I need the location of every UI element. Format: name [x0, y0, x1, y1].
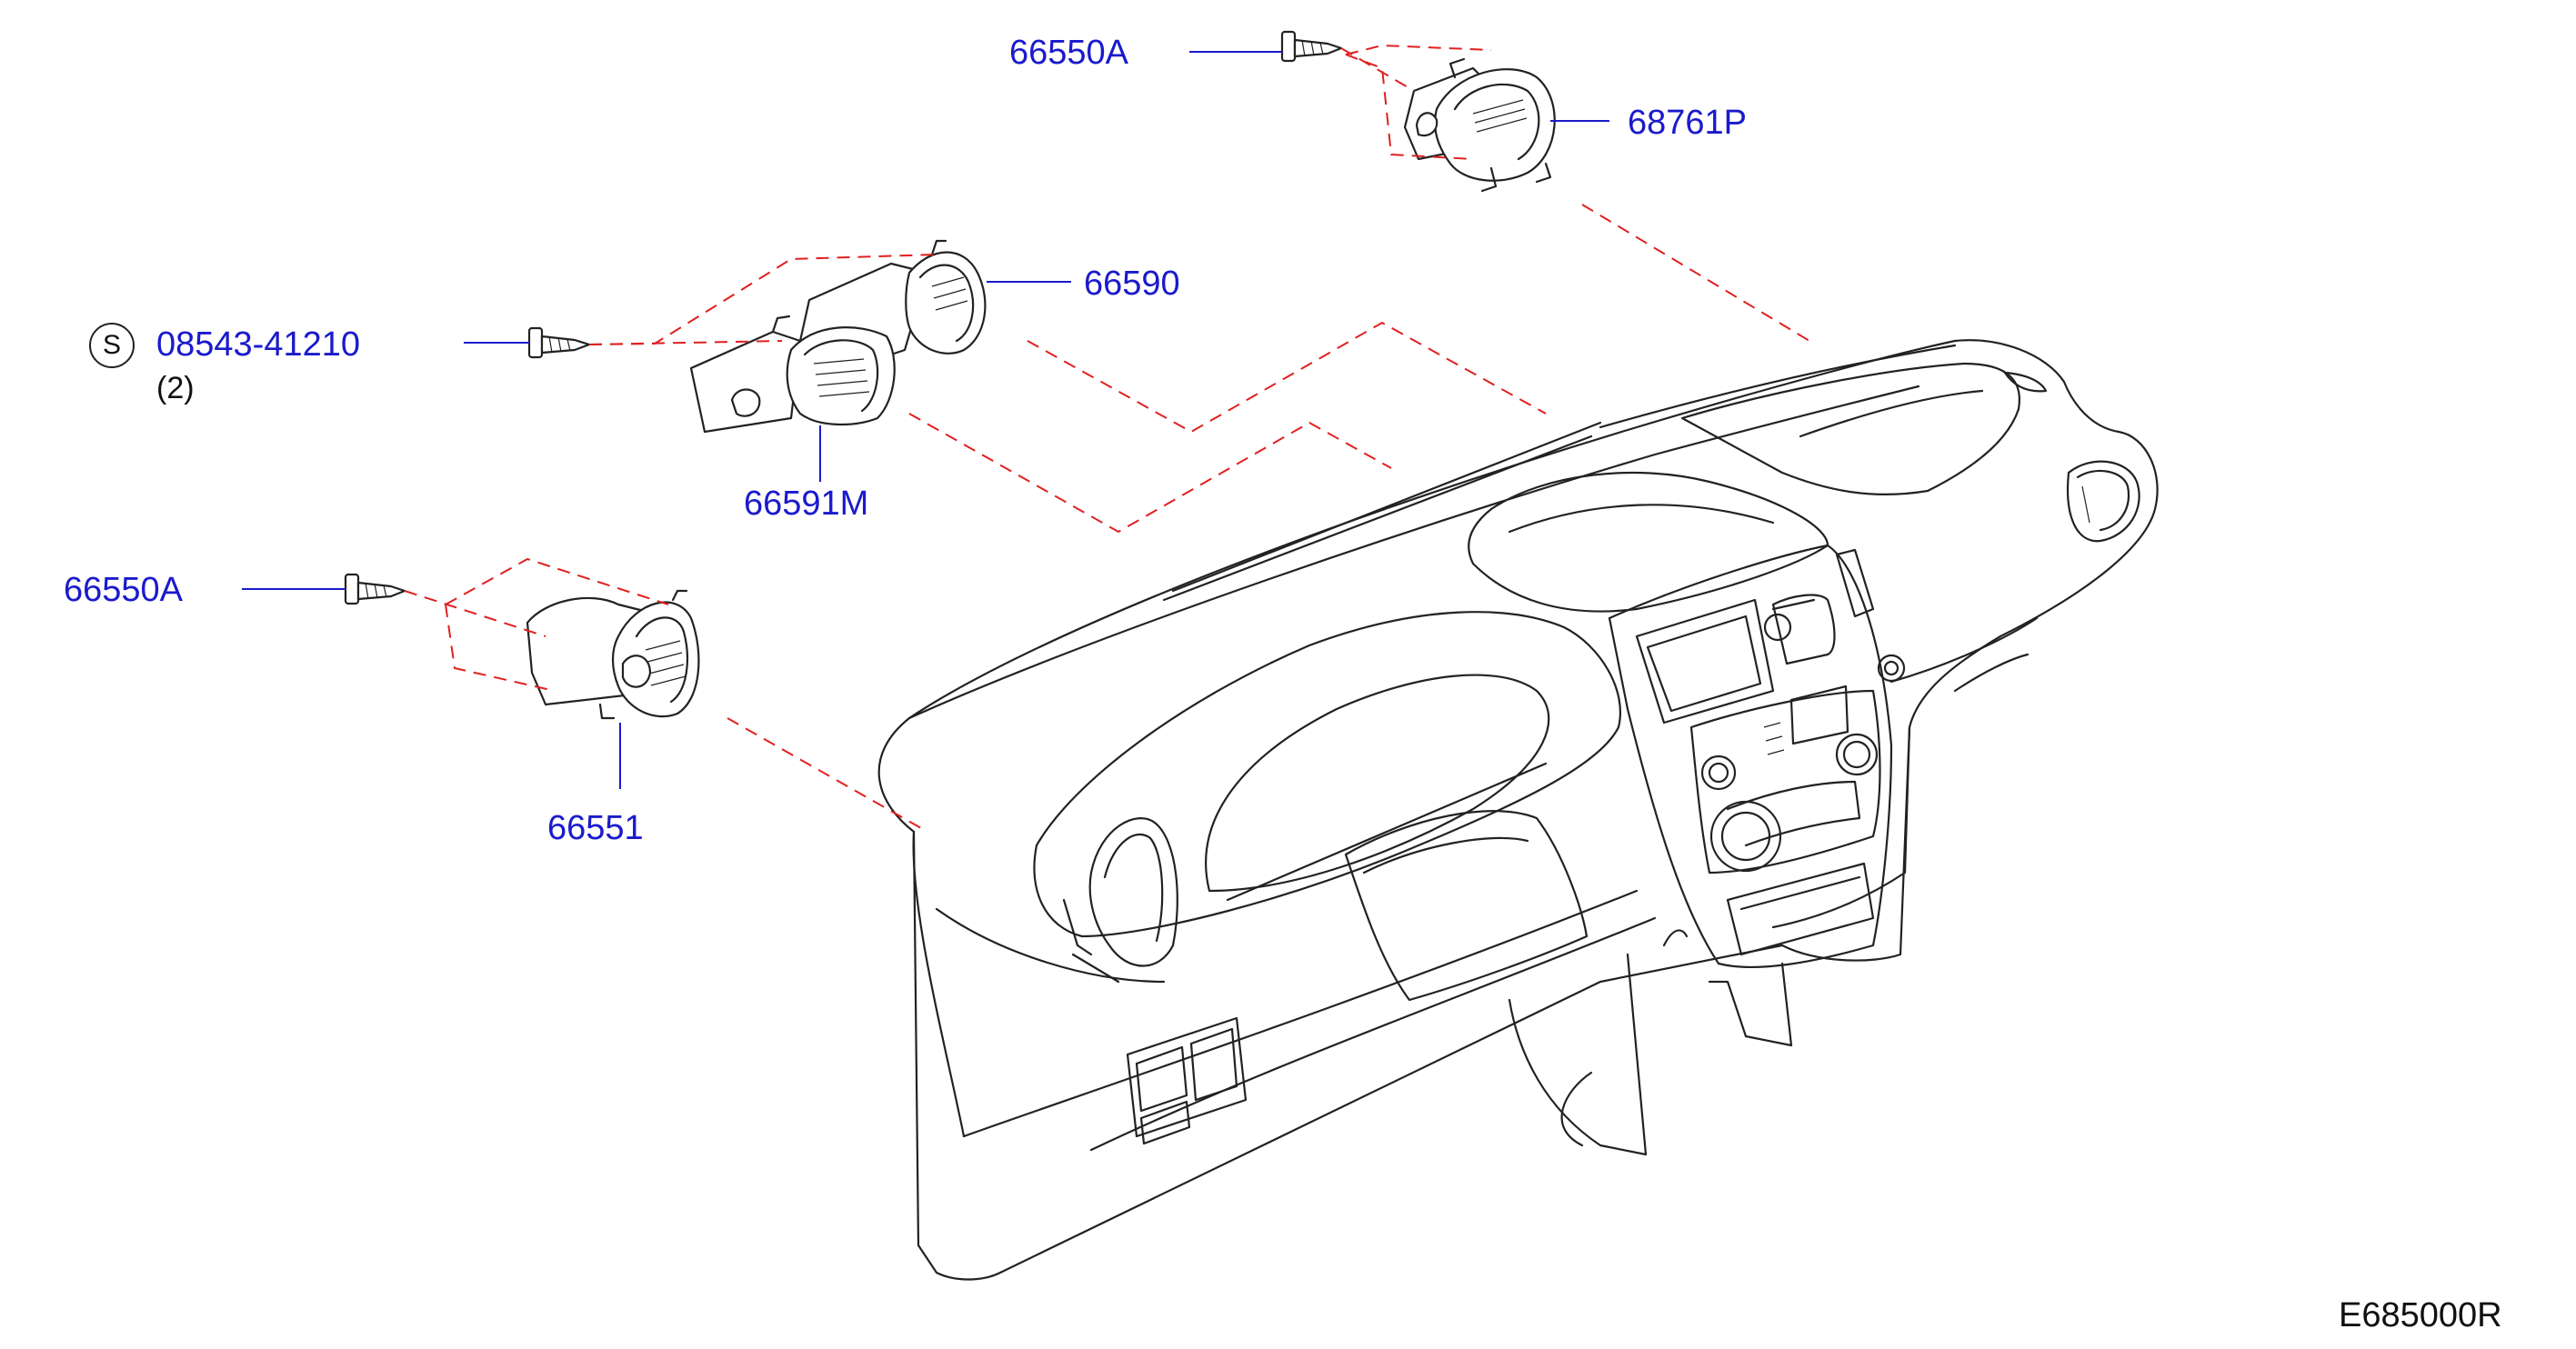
label-vent-center-right: 66590: [1084, 265, 1180, 303]
screw-center: [527, 326, 591, 359]
label-screw-center-quantity: (2): [156, 371, 195, 405]
instrument-panel: [877, 339, 2159, 1281]
label-screw-upper-right: 66550A: [1009, 34, 1129, 72]
right-side-vent-outline: [2067, 460, 2140, 543]
dashed-guides: [404, 44, 1810, 833]
standard-part-symbol: S: [89, 323, 135, 368]
label-screw-left: 66550A: [64, 571, 184, 609]
label-vent-side-right: 68761P: [1628, 104, 1748, 142]
vent-66551: [526, 589, 700, 720]
label-vent-side-left: 66551: [547, 809, 644, 847]
screw-upper-right: [1280, 30, 1343, 63]
vent-66591M: [689, 315, 896, 434]
label-vent-center-left: 66591M: [744, 485, 869, 523]
left-dash-vent-outline: [1062, 817, 1178, 967]
label-screw-center: 08543-41210: [156, 325, 360, 364]
left-switch-panel: [1126, 1016, 1248, 1145]
center-stack: [1608, 544, 1906, 969]
diagram-code: E685000R: [2339, 1296, 2502, 1334]
leader-lines: [242, 51, 1609, 789]
screw-left: [344, 573, 406, 605]
vent-68761P: [1403, 57, 1556, 193]
